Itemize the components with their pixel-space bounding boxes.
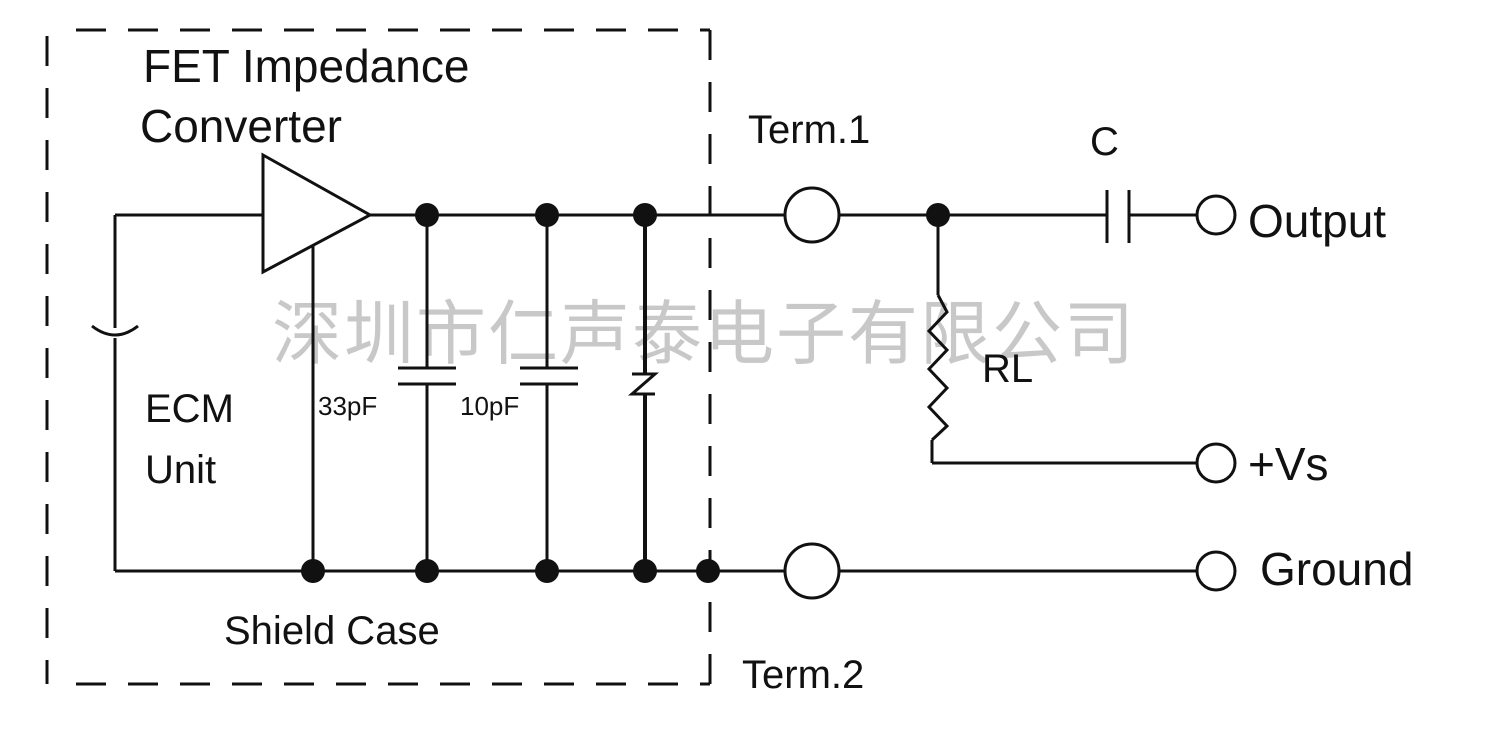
capacitor-c: [1105, 190, 1131, 243]
resistor-rl: [926, 294, 950, 442]
output-label: Output: [1248, 195, 1386, 247]
cap-10pf-label: 10pF: [460, 391, 519, 421]
watermark-text: 深圳市仁声泰电子有限公司: [272, 293, 1136, 375]
ecm-label-line2: Unit: [145, 448, 216, 492]
ground-label: Ground: [1260, 543, 1413, 595]
fet-label-line2: Converter: [140, 100, 342, 152]
fet-label-line1: FET Impedance: [143, 40, 469, 92]
output-terminal-icon: [1195, 194, 1237, 236]
terminal-1-icon: [783, 186, 841, 244]
fet-amplifier-icon: [261, 152, 374, 275]
zener-element: [627, 215, 660, 571]
capacitor-c-label: C: [1090, 120, 1119, 164]
term2-label: Term.2: [742, 653, 864, 697]
cap-33pf-label: 33pF: [318, 391, 377, 421]
ecm-label-line1: ECM: [145, 387, 234, 431]
terminal-2-icon: [783, 542, 841, 600]
vs-terminal-icon: [1195, 442, 1237, 484]
junction-dots: [301, 203, 950, 583]
circuit-wires: [113, 213, 1197, 573]
resistor-rl-label: RL: [982, 347, 1033, 391]
capacitor-10pf: [520, 366, 578, 386]
term1-label: Term.1: [748, 108, 870, 152]
vs-label: +Vs: [1248, 438, 1329, 490]
microphone-capsule-icon: [91, 324, 139, 337]
shield-case-label: Shield Case: [224, 609, 440, 653]
capacitor-33pf: [398, 366, 456, 386]
ground-terminal-icon: [1195, 550, 1237, 592]
